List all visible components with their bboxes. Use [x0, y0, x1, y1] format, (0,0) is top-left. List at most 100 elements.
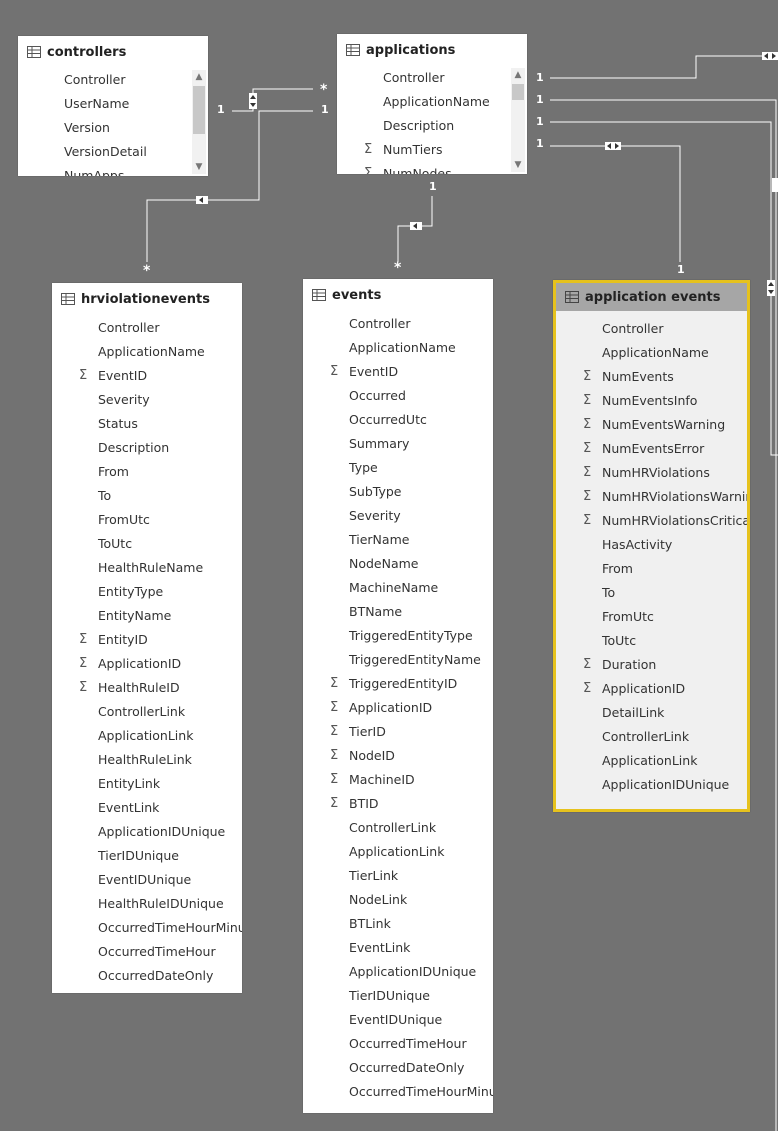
- table-header[interactable]: application events: [556, 283, 747, 311]
- scroll-down-icon[interactable]: ▼: [514, 160, 522, 170]
- field-row[interactable]: Controller: [18, 68, 208, 92]
- field-row[interactable]: HealthRuleName: [52, 556, 242, 580]
- field-row[interactable]: NodeName: [303, 552, 493, 576]
- field-row[interactable]: From: [556, 557, 747, 581]
- field-row[interactable]: TierIDUnique: [303, 984, 493, 1008]
- field-row[interactable]: ApplicationIDUnique: [556, 773, 747, 797]
- field-row[interactable]: HealthRuleLink: [52, 748, 242, 772]
- field-row[interactable]: ApplicationLink: [556, 749, 747, 773]
- field-row[interactable]: TierLink: [303, 864, 493, 888]
- field-row[interactable]: VersionDetail: [18, 140, 208, 164]
- field-row[interactable]: NodeLink: [303, 888, 493, 912]
- field-row[interactable]: FromUtc: [52, 508, 242, 532]
- field-row[interactable]: EventLink: [303, 936, 493, 960]
- field-row[interactable]: OccurredTimeHour: [52, 940, 242, 964]
- field-row[interactable]: EntityLink: [52, 772, 242, 796]
- field-row[interactable]: ToUtc: [556, 629, 747, 653]
- field-row[interactable]: From: [52, 460, 242, 484]
- scroll-thumb[interactable]: [193, 86, 205, 134]
- field-row[interactable]: ApplicationLink: [303, 840, 493, 864]
- field-row[interactable]: OccurredTimeHourMinute: [303, 1080, 493, 1104]
- field-row[interactable]: ControllerLink: [556, 725, 747, 749]
- field-row[interactable]: ApplicationIDUnique: [52, 820, 242, 844]
- field-row[interactable]: ApplicationName: [303, 336, 493, 360]
- field-row[interactable]: FromUtc: [556, 605, 747, 629]
- scroll-up-icon[interactable]: ▲: [514, 70, 522, 80]
- vertical-scrollbar[interactable]: ▲ ▼: [511, 68, 525, 172]
- table-header[interactable]: events: [303, 279, 493, 311]
- field-row[interactable]: ApplicationName: [556, 341, 747, 365]
- field-row[interactable]: TierName: [303, 528, 493, 552]
- field-row[interactable]: ControllerLink: [303, 816, 493, 840]
- field-row[interactable]: Controller: [556, 317, 747, 341]
- field-row[interactable]: Version: [18, 116, 208, 140]
- field-row[interactable]: ControllerLink: [52, 700, 242, 724]
- field-row[interactable]: EventLink: [52, 796, 242, 820]
- field-row[interactable]: Occurred: [303, 384, 493, 408]
- field-row[interactable]: Controller: [337, 66, 527, 90]
- field-row[interactable]: SubType: [303, 480, 493, 504]
- field-row[interactable]: NumApps: [18, 164, 208, 176]
- field-row[interactable]: EntityType: [52, 580, 242, 604]
- field-row[interactable]: Summary: [303, 432, 493, 456]
- field-row[interactable]: MachineName: [303, 576, 493, 600]
- field-row[interactable]: OccurredTimeHour: [303, 1032, 493, 1056]
- field-row[interactable]: EventIDUnique: [303, 1008, 493, 1032]
- field-row[interactable]: ApplicationName: [52, 340, 242, 364]
- field-row[interactable]: OccurredDateOnly: [303, 1056, 493, 1080]
- field-row[interactable]: Severity: [303, 504, 493, 528]
- field-row[interactable]: Description: [337, 114, 527, 138]
- field-row[interactable]: EntityName: [52, 604, 242, 628]
- field-row[interactable]: BTName: [303, 600, 493, 624]
- field-row[interactable]: ApplicationLink: [52, 724, 242, 748]
- table-header[interactable]: applications: [337, 34, 527, 66]
- field-row[interactable]: To: [52, 484, 242, 508]
- field-row[interactable]: OccurredUtc: [303, 408, 493, 432]
- field-row[interactable]: BTLink: [303, 912, 493, 936]
- field-row[interactable]: Controller: [52, 316, 242, 340]
- field-row[interactable]: TriggeredEntityType: [303, 624, 493, 648]
- field-row[interactable]: Severity: [52, 388, 242, 412]
- table-header[interactable]: hrviolationevents: [52, 283, 242, 315]
- field-row[interactable]: To: [556, 581, 747, 605]
- vertical-scrollbar[interactable]: ▲ ▼: [192, 70, 206, 174]
- field-row[interactable]: HealthRuleIDUnique: [52, 892, 242, 916]
- scroll-down-icon[interactable]: ▼: [195, 162, 203, 172]
- field-row[interactable]: Type: [303, 456, 493, 480]
- field-row[interactable]: Status: [52, 412, 242, 436]
- field-row[interactable]: TriggeredEntityName: [303, 648, 493, 672]
- field-row[interactable]: ApplicationIDUnique: [303, 960, 493, 984]
- field-row[interactable]: DetailLink: [556, 701, 747, 725]
- table-header[interactable]: controllers: [18, 36, 208, 68]
- field-row[interactable]: UserName: [18, 92, 208, 116]
- scroll-thumb[interactable]: [512, 84, 524, 100]
- field-row[interactable]: TierIDUnique: [52, 844, 242, 868]
- scroll-up-icon[interactable]: ▲: [195, 72, 203, 82]
